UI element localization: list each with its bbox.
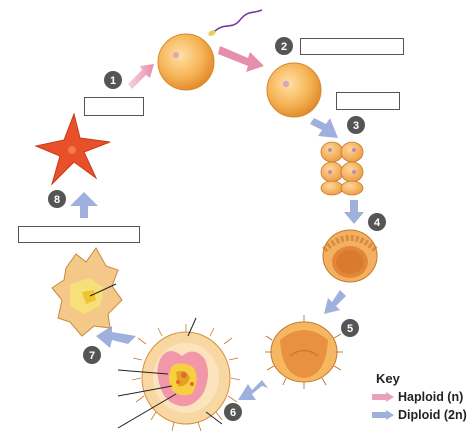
haploid-label: Haploid (n) — [398, 390, 464, 404]
step-badge-3: 3 — [347, 116, 365, 134]
step-badge-2: 2 — [275, 37, 293, 55]
step-badge-8: 8 — [48, 190, 66, 208]
diploid-arrow-3 — [310, 118, 338, 138]
cleavage-embryo — [320, 141, 364, 196]
diploid-arrow-6 — [238, 380, 268, 400]
larva — [131, 324, 241, 432]
step-badge-5: 5 — [341, 319, 359, 337]
gastrula — [265, 315, 343, 389]
svg-text:4: 4 — [374, 217, 381, 229]
svg-text:5: 5 — [347, 323, 353, 335]
step-badge-7: 7 — [83, 346, 101, 364]
diploid-arrow-5 — [324, 290, 346, 314]
diploid-arrow-icon — [372, 410, 394, 420]
haploid-arrow-1 — [128, 64, 154, 89]
svg-text:3: 3 — [353, 120, 359, 132]
svg-text:1: 1 — [110, 75, 116, 87]
key-diploid: Diploid (2n) — [372, 407, 467, 423]
step-badge-1: 1 — [104, 71, 122, 89]
haploid-arrow-2 — [218, 46, 264, 72]
adult-sea-star — [34, 112, 111, 186]
haploid-arrow-icon — [372, 392, 394, 402]
svg-text:8: 8 — [54, 194, 60, 206]
egg-cell — [157, 33, 215, 91]
diploid-label: Diploid (2n) — [398, 408, 467, 422]
step-badge-4: 4 — [368, 213, 386, 231]
answer-box-2[interactable] — [300, 38, 404, 55]
answer-box-8[interactable] — [18, 226, 140, 243]
diploid-arrow-8 — [70, 192, 98, 218]
sperm-cell — [208, 9, 263, 37]
zygote-cell — [266, 62, 322, 118]
diploid-arrow-4 — [344, 200, 364, 224]
svg-text:7: 7 — [89, 350, 95, 362]
juvenile-sea-star — [51, 247, 123, 337]
juvenile-leader-line — [89, 283, 117, 297]
key-haploid: Haploid (n) — [372, 389, 463, 405]
svg-text:6: 6 — [230, 407, 236, 419]
answer-box-3[interactable] — [336, 92, 400, 110]
step-badge-6: 6 — [224, 403, 242, 421]
answer-box-1[interactable] — [84, 97, 144, 116]
larva-leader-lines — [117, 317, 223, 429]
diploid-arrow-7 — [96, 326, 136, 348]
key-title: Key — [376, 371, 400, 386]
svg-text:2: 2 — [281, 41, 287, 53]
blastula — [321, 229, 379, 283]
